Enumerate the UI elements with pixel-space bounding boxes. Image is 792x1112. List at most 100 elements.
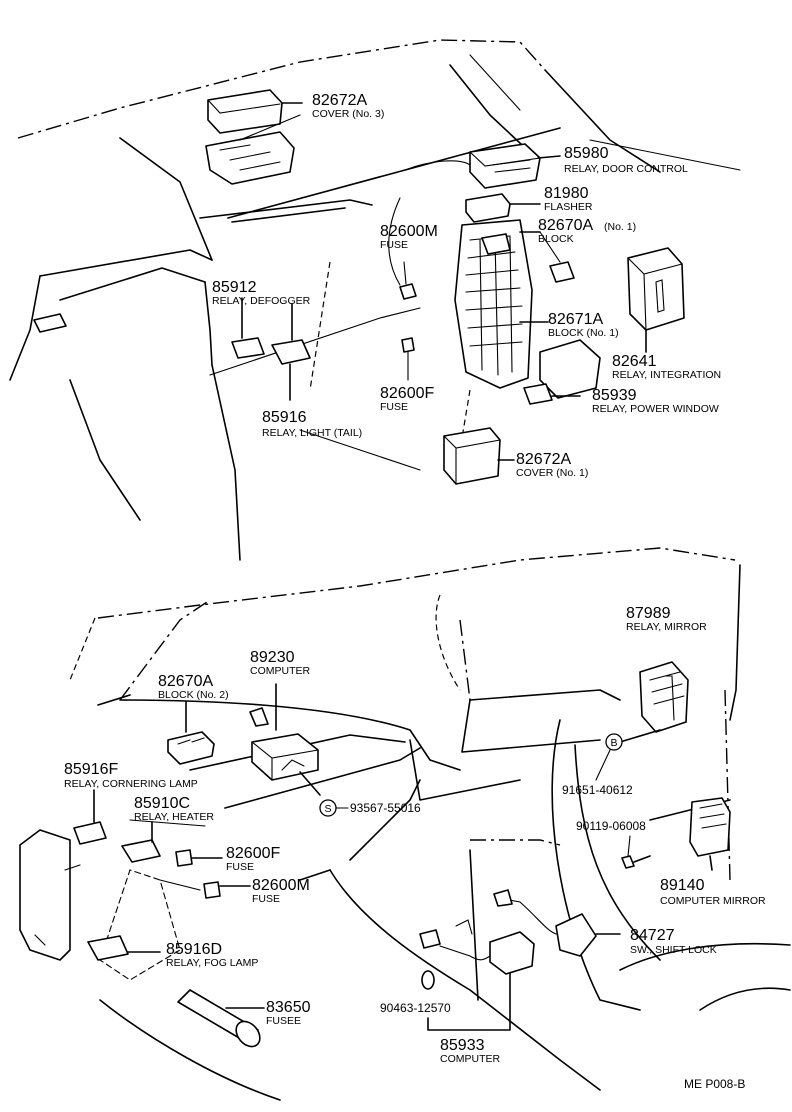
label-relay-mirror: 87989 RELAY, MIRROR: [626, 605, 707, 633]
part-number: 85916F: [64, 761, 118, 778]
label-fusee: 83650 FUSEE: [266, 999, 311, 1027]
bolt-b-code: 91651-40612: [562, 783, 633, 797]
block-no2-part: [167, 701, 215, 765]
label-cover-no3: 82672A COVER (No. 3): [312, 92, 384, 120]
relay-door-control-part: [469, 143, 561, 189]
part-number: 82600F: [226, 845, 280, 862]
part-number: 82670A: [538, 217, 593, 234]
label-relay-door-control: 85980 RELAY, DOOR CONTROL: [564, 145, 688, 175]
dashboard-outline-bottom: [19, 547, 791, 1101]
part-number: 85939: [592, 387, 637, 404]
part-description: FUSE: [252, 893, 280, 905]
computer-89230-part: [249, 683, 321, 796]
label-fuse-82600m-bottom: 82600M FUSE: [252, 877, 310, 905]
label-relay-integration: 82641 RELAY, INTEGRATION: [612, 353, 721, 381]
clip-90463-code: 90463-12570: [380, 1001, 451, 1015]
part-number: 85980: [564, 145, 609, 162]
label-computer-mirror: 89140 COMPUTER MIRROR: [660, 877, 766, 907]
fuse-82600f-top-part: [401, 337, 415, 381]
dashboard-outline-top: [9, 39, 741, 561]
screw-s-code: 93567-55016: [350, 801, 421, 815]
part-number: 84727: [630, 927, 675, 944]
label-screw-90119: 90119-06008: [576, 819, 646, 857]
cover-no1-part: [443, 427, 515, 485]
screw-90119-part: [621, 855, 651, 869]
label-relay-power-window: 85939 RELAY, POWER WINDOW: [592, 387, 719, 415]
b-symbol-circle: [605, 733, 623, 751]
relay-light-tail-part: [271, 303, 311, 401]
part-description: FUSE: [380, 401, 408, 413]
label-block-no1-b: 82671A BLOCK (No. 1): [548, 311, 619, 339]
relay-defogger-part: [231, 297, 265, 359]
part-description: BLOCK: [538, 233, 574, 245]
part-number: 85916: [262, 409, 307, 426]
relay-cornering-lamp-part: [73, 789, 107, 845]
part-description: RELAY, DEFOGGER: [212, 295, 311, 307]
fuse-82600m-top-part: [399, 261, 417, 300]
part-description: COMPUTER: [250, 665, 311, 677]
label-bolt-b: B 91651-40612: [562, 733, 633, 797]
part-number: 85910C: [134, 795, 190, 812]
part-description: COMPUTER MIRROR: [660, 895, 766, 907]
label-fuse-82600f-bottom: 82600F FUSE: [226, 845, 280, 873]
computer-85933-part: [419, 919, 535, 1031]
part-description: SW., SHIFT LOCK: [630, 944, 717, 956]
part-description: RELAY, MIRROR: [626, 621, 707, 633]
part-description: BLOCK (No. 1): [548, 327, 619, 339]
label-relay-cornering-lamp: 85916F RELAY, CORNERING LAMP: [64, 761, 198, 790]
label-relay-light-tail: 85916 RELAY, LIGHT (TAIL): [262, 409, 362, 439]
part-number: 82600M: [380, 223, 438, 240]
part-suffix: (No. 1): [604, 221, 636, 233]
relay-integration-part: [627, 247, 685, 353]
part-description: FUSE: [380, 239, 408, 251]
fuse-82600m-bottom-part: [203, 881, 251, 899]
s-symbol: S: [324, 803, 331, 815]
part-number: 89230: [250, 649, 295, 666]
label-clip-90463: 90463-12570: [380, 1001, 451, 1015]
part-number: 83650: [266, 999, 311, 1016]
label-fuse-82600m-top: 82600M FUSE: [380, 223, 438, 251]
part-description: FLASHER: [544, 201, 593, 213]
computer-mirror-part: [689, 797, 731, 871]
label-relay-fog-lamp: 85916D RELAY, FOG LAMP: [166, 941, 258, 969]
part-number: 82641: [612, 353, 657, 370]
screw-90119-code: 90119-06008: [576, 819, 646, 833]
part-description: FUSE: [226, 861, 254, 873]
part-number: 82671A: [548, 311, 603, 328]
part-description: BLOCK (No. 2): [158, 689, 229, 701]
part-number: 82600M: [252, 877, 310, 894]
label-computer-89230: 89230 COMPUTER: [250, 649, 311, 677]
label-cover-no1: 82672A COVER (No. 1): [516, 451, 588, 479]
label-sw-shift-lock: 84727 SW., SHIFT LOCK: [630, 927, 717, 956]
part-number: 82600F: [380, 385, 434, 402]
junction-block-no1-part: [454, 219, 575, 389]
label-flasher: 81980 FLASHER: [544, 185, 593, 213]
part-number: 85933: [440, 1037, 485, 1054]
part-description: RELAY, INTEGRATION: [612, 369, 721, 381]
relay-fog-lamp-part: [87, 935, 161, 961]
relay-heater-part: [121, 821, 161, 863]
part-number: 82672A: [516, 451, 571, 468]
part-description: RELAY, DOOR CONTROL: [564, 163, 688, 175]
b-symbol: B: [610, 737, 617, 749]
label-relay-heater: 85910C RELAY, HEATER: [134, 795, 214, 823]
relay-mirror-part: [619, 661, 689, 743]
label-block-no2: 82670A BLOCK (No. 2): [158, 673, 229, 701]
cover-no3-part: [205, 89, 303, 185]
part-description: RELAY, LIGHT (TAIL): [262, 427, 362, 439]
part-description: COVER (No. 1): [516, 467, 588, 479]
label-block-no1-a: 82670A (No. 1) BLOCK: [538, 217, 636, 245]
relay-power-window-part: [523, 339, 601, 405]
part-number: 89140: [660, 877, 705, 894]
part-description: RELAY, HEATER: [134, 811, 214, 823]
part-number: 82670A: [158, 673, 213, 690]
flasher-part: [465, 193, 541, 223]
part-description: RELAY, CORNERING LAMP: [64, 778, 198, 790]
label-fuse-82600f-top: 82600F FUSE: [380, 385, 434, 413]
fusee-part: [177, 989, 265, 1048]
clip-90463-part: [421, 970, 435, 990]
label-screw-s: S 93567-55016: [319, 799, 421, 817]
part-description: FUSEE: [266, 1015, 301, 1027]
fuse-82600f-bottom-part: [175, 849, 223, 867]
